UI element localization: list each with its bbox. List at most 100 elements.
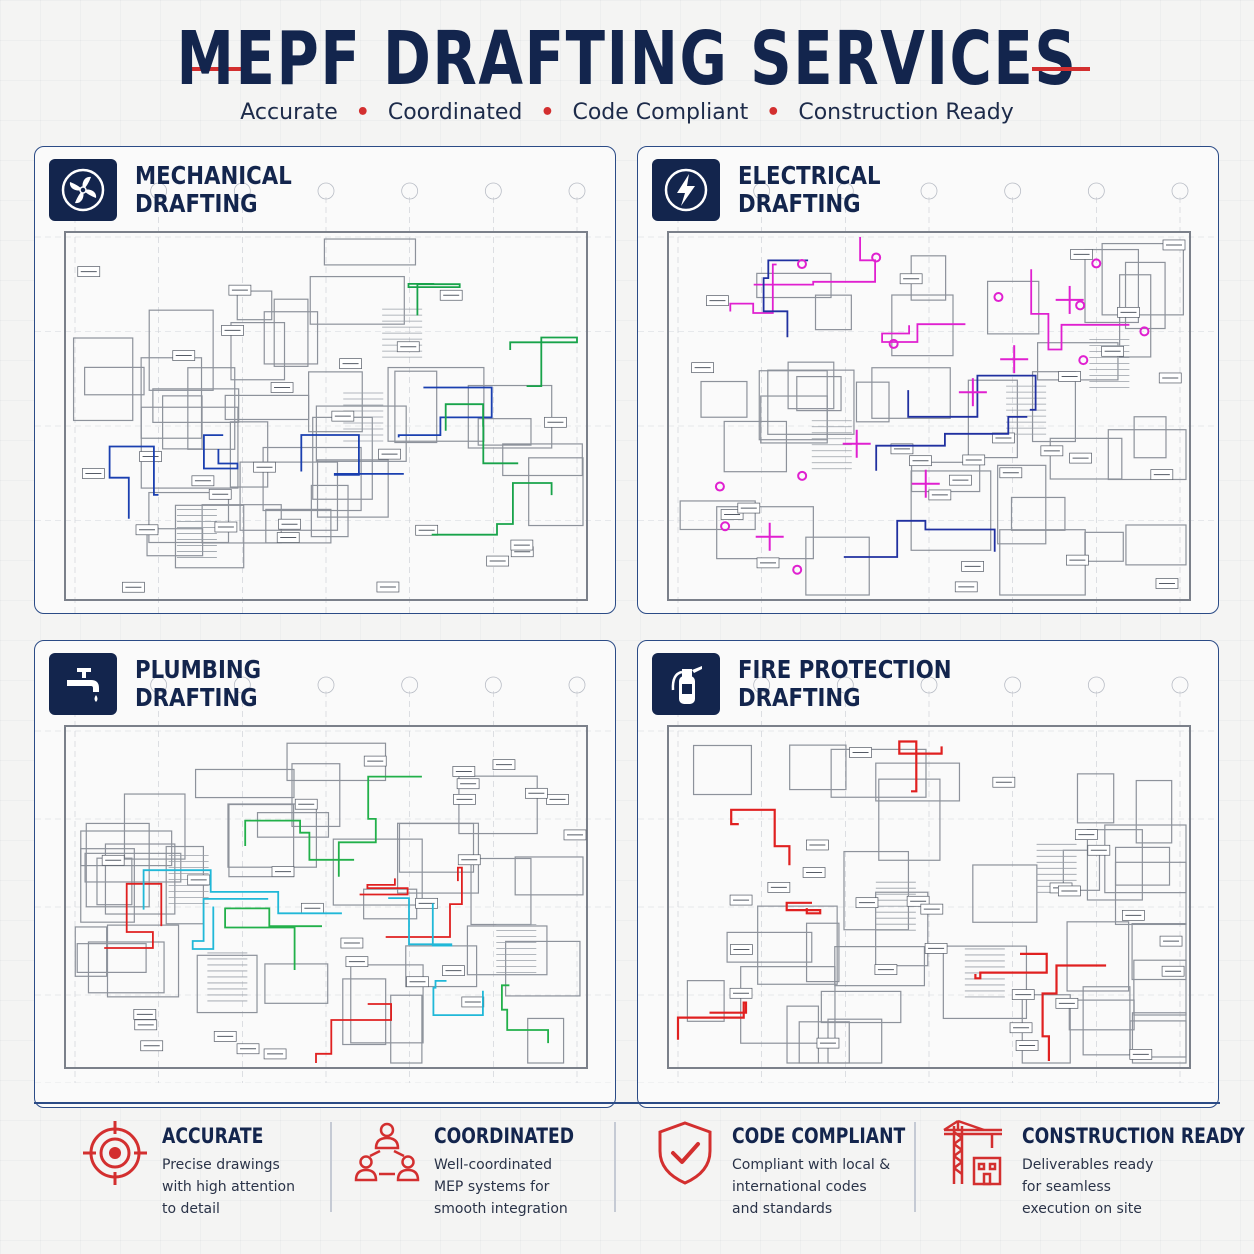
- room-wall: [679, 500, 756, 531]
- electrical-panel: ELECTRICAL DRAFTING: [637, 146, 1219, 614]
- system-route: [1030, 269, 1130, 351]
- room-wall: [263, 311, 319, 365]
- room-wall: [146, 528, 204, 557]
- room-wall: [323, 238, 417, 266]
- grid-bubble: [568, 182, 586, 200]
- grid-bubble: [753, 676, 771, 694]
- room-wall: [787, 361, 835, 410]
- electrical-floor-plan: [638, 182, 1218, 613]
- room-wall: [309, 275, 405, 325]
- grid-bubble: [1171, 182, 1189, 200]
- panel-title: FIRE PROTECTION DRAFTING: [738, 656, 952, 712]
- room-wall: [265, 508, 332, 544]
- outer-wall: [667, 725, 1191, 1069]
- plumbing-floor-plan: [35, 676, 615, 1083]
- room-wall: [470, 857, 532, 926]
- feature-description: Precise drawings with high attention to …: [162, 1157, 295, 1217]
- grid-bubble: [920, 182, 938, 200]
- room-wall: [106, 924, 180, 998]
- room-wall: [700, 380, 748, 418]
- outer-wall: [64, 725, 588, 1069]
- room-wall: [227, 803, 317, 868]
- room-wall: [986, 280, 1040, 335]
- room-wall: [805, 922, 840, 983]
- system-route: [191, 898, 269, 950]
- room-wall: [74, 926, 108, 977]
- light-fixture: [871, 252, 882, 263]
- system-route: [501, 984, 549, 1044]
- light-fixture: [720, 521, 731, 532]
- panel-title-line: DRAFTING: [738, 189, 861, 218]
- team-network-icon: [354, 1122, 420, 1182]
- room-wall: [140, 357, 203, 439]
- room-wall: [1031, 371, 1077, 443]
- light-fixture: [796, 259, 807, 270]
- room-wall: [1062, 849, 1101, 891]
- tagline-separator: •: [766, 100, 781, 125]
- grid-bubble: [836, 182, 854, 200]
- room-wall: [757, 905, 838, 985]
- light-fixture: [1078, 355, 1089, 366]
- system-route: [1041, 964, 1107, 1061]
- system-route: [224, 907, 322, 970]
- room-wall: [740, 966, 836, 1044]
- system-route: [729, 263, 777, 314]
- system-route: [875, 416, 1028, 471]
- room-wall: [80, 848, 135, 923]
- grid-bubble: [1004, 182, 1022, 200]
- room-wall: [236, 290, 273, 321]
- tagline-separator: •: [540, 100, 555, 125]
- room-wall: [1133, 416, 1167, 459]
- light-fixture: [993, 292, 1004, 303]
- grid-bubble: [920, 676, 938, 694]
- system-route: [142, 869, 342, 915]
- grid-bubble: [150, 676, 168, 694]
- panel-title-line: ELECTRICAL: [738, 161, 881, 190]
- panel-title-line: MECHANICAL: [135, 161, 292, 190]
- light-fixture: [1139, 326, 1150, 337]
- fan-icon: [49, 159, 117, 221]
- room-wall: [229, 421, 269, 488]
- room-wall: [87, 941, 165, 994]
- light-fixture: [797, 470, 808, 481]
- room-wall: [1066, 921, 1130, 992]
- lightning-bolt-icon: [652, 159, 720, 221]
- room-wall: [855, 381, 890, 423]
- system-route: [431, 482, 553, 536]
- feature-separator: [614, 1122, 616, 1212]
- grid-bubble: [317, 676, 335, 694]
- grid-bubble: [753, 182, 771, 200]
- room-wall: [875, 891, 929, 967]
- light-fixture: [1091, 258, 1102, 269]
- grid-bubble: [568, 676, 586, 694]
- grid-bubble: [401, 676, 419, 694]
- room-wall: [502, 443, 583, 477]
- tagline-item: Code Compliant: [572, 100, 749, 125]
- room-wall: [910, 470, 992, 551]
- room-wall: [1076, 773, 1115, 824]
- room-wall: [786, 1005, 820, 1064]
- room-wall: [814, 294, 852, 331]
- room-wall: [152, 388, 240, 423]
- system-route: [907, 374, 1037, 418]
- outer-wall: [64, 231, 588, 601]
- room-wall: [239, 461, 339, 531]
- room-wall: [458, 775, 538, 835]
- room-wall: [123, 793, 186, 860]
- panel-title-line: DRAFTING: [135, 683, 258, 712]
- room-wall: [1133, 959, 1187, 1016]
- feature-code-compliant: CODE COMPLIANT Compliant with local & in…: [650, 1112, 910, 1242]
- room-wall: [997, 464, 1047, 545]
- light-fixture: [714, 481, 725, 492]
- system-route: [315, 1003, 392, 1063]
- panel-title: ELECTRICAL DRAFTING: [738, 162, 881, 218]
- room-wall: [760, 395, 828, 444]
- grid-bubble: [484, 182, 502, 200]
- room-wall: [148, 309, 214, 391]
- room-wall: [528, 457, 584, 527]
- room-wall: [891, 294, 954, 357]
- room-wall: [686, 980, 725, 1022]
- room-wall: [1049, 437, 1123, 480]
- mechanical-panel: MECHANICAL DRAFTING: [34, 146, 616, 614]
- grid-bubble: [1087, 182, 1105, 200]
